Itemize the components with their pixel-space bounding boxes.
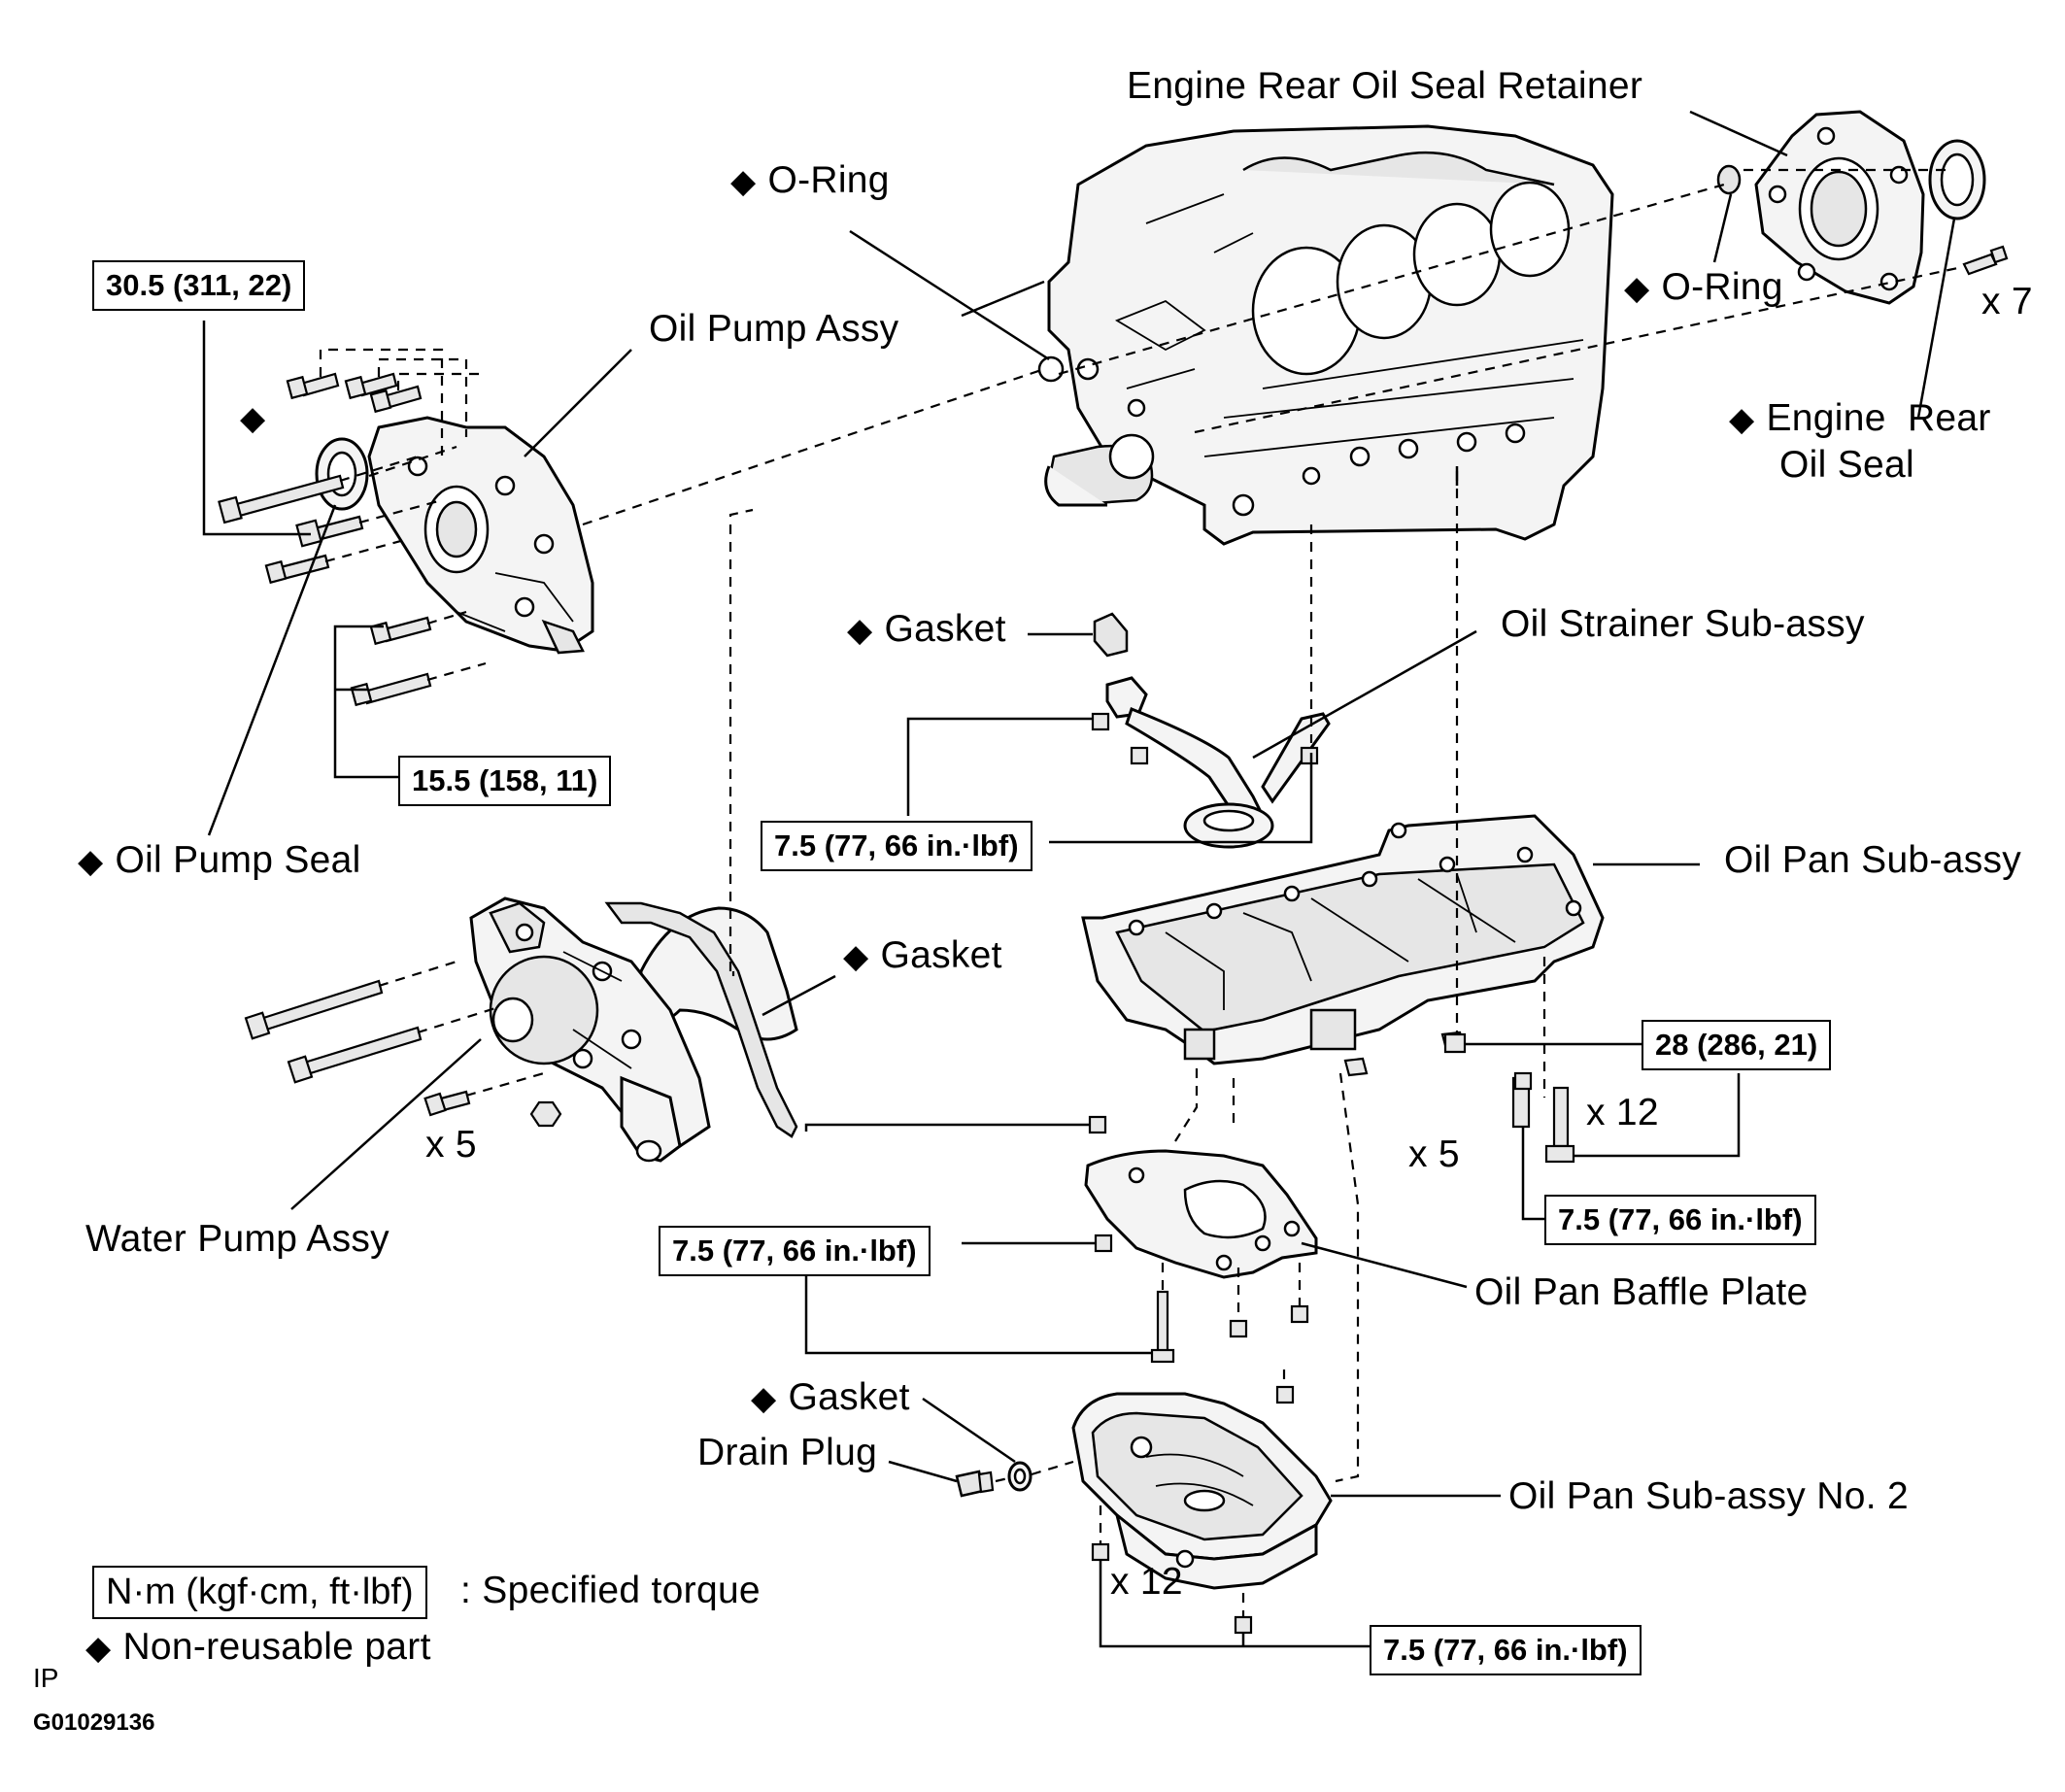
label-engine-rear-oil-seal-retainer: Engine Rear Oil Seal Retainer (1127, 65, 1643, 107)
torque-baffle-plate: 7.5 (77, 66 in.·lbf) (659, 1226, 931, 1276)
footer-figure-id: G01029136 (33, 1709, 155, 1736)
torque-oil-pan-small: 7.5 (77, 66 in.·lbf) (1544, 1195, 1816, 1245)
label-oil-pan-baffle-plate: Oil Pan Baffle Plate (1474, 1271, 1809, 1313)
engine-block-illustration (961, 124, 1614, 546)
oil-pump-illustration (315, 416, 594, 655)
non-reusable-icon: ◆ (730, 163, 757, 200)
label-o-ring-rear: ◆ O-Ring (1624, 266, 1783, 309)
non-reusable-icon: ◆ (240, 400, 266, 437)
non-reusable-icon: ◆ (85, 1630, 112, 1667)
label-engine-rear-oil-seal: ◆ Engine Rear (1729, 397, 1991, 440)
torque-oil-pump-upper: 30.5 (311, 22) (92, 260, 306, 311)
non-reusable-icon: ◆ (78, 843, 104, 880)
label-engine-rear-oil-seal-line2: Oil Seal (1779, 444, 1914, 486)
label-oil-pan-sub-assy: Oil Pan Sub-assy (1724, 839, 2022, 881)
label-x12-oil-pan: x 12 (1586, 1092, 1659, 1133)
legend-non-reusable-text: Non-reusable part (122, 1626, 431, 1668)
legend-non-reusable: ◆ Non-reusable part (85, 1626, 431, 1669)
label-oil-pump-seal-text: Oil Pump Seal (115, 839, 361, 881)
label-drain-plug: Drain Plug (697, 1432, 878, 1473)
oil-strainer-illustration (1093, 612, 1331, 849)
torque-oil-pan-no2: 7.5 (77, 66 in.·lbf) (1370, 1625, 1642, 1675)
label-oil-strainer-sub-assy: Oil Strainer Sub-assy (1501, 603, 1865, 645)
water-pump-bolts (244, 979, 562, 1128)
non-reusable-icon: ◆ (1624, 270, 1650, 307)
legend-torque-unit-text: : Specified torque (460, 1570, 761, 1611)
non-reusable-icon: ◆ (1729, 401, 1755, 438)
leader-lines (202, 110, 1956, 1648)
legend-torque-unit-box: N·m (kgf·cm, ft·lbf) (92, 1566, 427, 1619)
label-x7: x 7 (1981, 281, 2033, 322)
oil-pan-illustration (1081, 814, 1605, 1077)
non-reusable-icon: ◆ (847, 612, 873, 649)
label-x5-oil-pan: x 5 (1408, 1133, 1460, 1175)
torque-oil-pump-lower: 15.5 (158, 11) (398, 756, 612, 806)
label-x5-water-pump: x 5 (425, 1124, 477, 1166)
label-gasket-strainer: ◆ Gasket (847, 608, 1006, 651)
label-o-ring-front-text: O-Ring (767, 159, 890, 201)
water-pump-illustration (469, 896, 798, 1163)
baffle-plate-illustration (1084, 1149, 1318, 1279)
rear-oil-seal-retainer-illustration (1716, 110, 2009, 305)
label-engine-rear-oil-seal-line1: Engine Rear (1766, 397, 1991, 439)
label-gasket-water-pump-text: Gasket (880, 934, 1002, 976)
label-water-pump-assy: Water Pump Assy (85, 1218, 389, 1260)
label-oil-pump-seal: ◆ Oil Pump Seal (78, 839, 361, 882)
non-reusable-icon: ◆ (751, 1380, 777, 1417)
label-o-ring-front: ◆ O-Ring (730, 159, 890, 202)
label-o-ring-rear-text: O-Ring (1661, 266, 1783, 308)
label-gasket-drain: ◆ Gasket (751, 1376, 910, 1419)
label-x12-oil-pan-no2: x 12 (1110, 1561, 1183, 1603)
torque-oil-pan-28: 28 (286, 21) (1642, 1020, 1832, 1070)
footer-code-ip: IP (33, 1663, 59, 1693)
label-oil-pump-assy: Oil Pump Assy (649, 308, 899, 350)
torque-oil-strainer: 7.5 (77, 66 in.·lbf) (761, 821, 1032, 871)
label-gasket-water-pump: ◆ Gasket (843, 934, 1002, 977)
label-gasket-strainer-text: Gasket (884, 608, 1006, 650)
label-oil-pan-sub-assy-no2: Oil Pan Sub-assy No. 2 (1508, 1475, 1909, 1517)
oil-pan-no2-illustration (1071, 1392, 1333, 1590)
non-reusable-icon: ◆ (843, 938, 869, 975)
label-gasket-drain-text: Gasket (788, 1376, 910, 1418)
